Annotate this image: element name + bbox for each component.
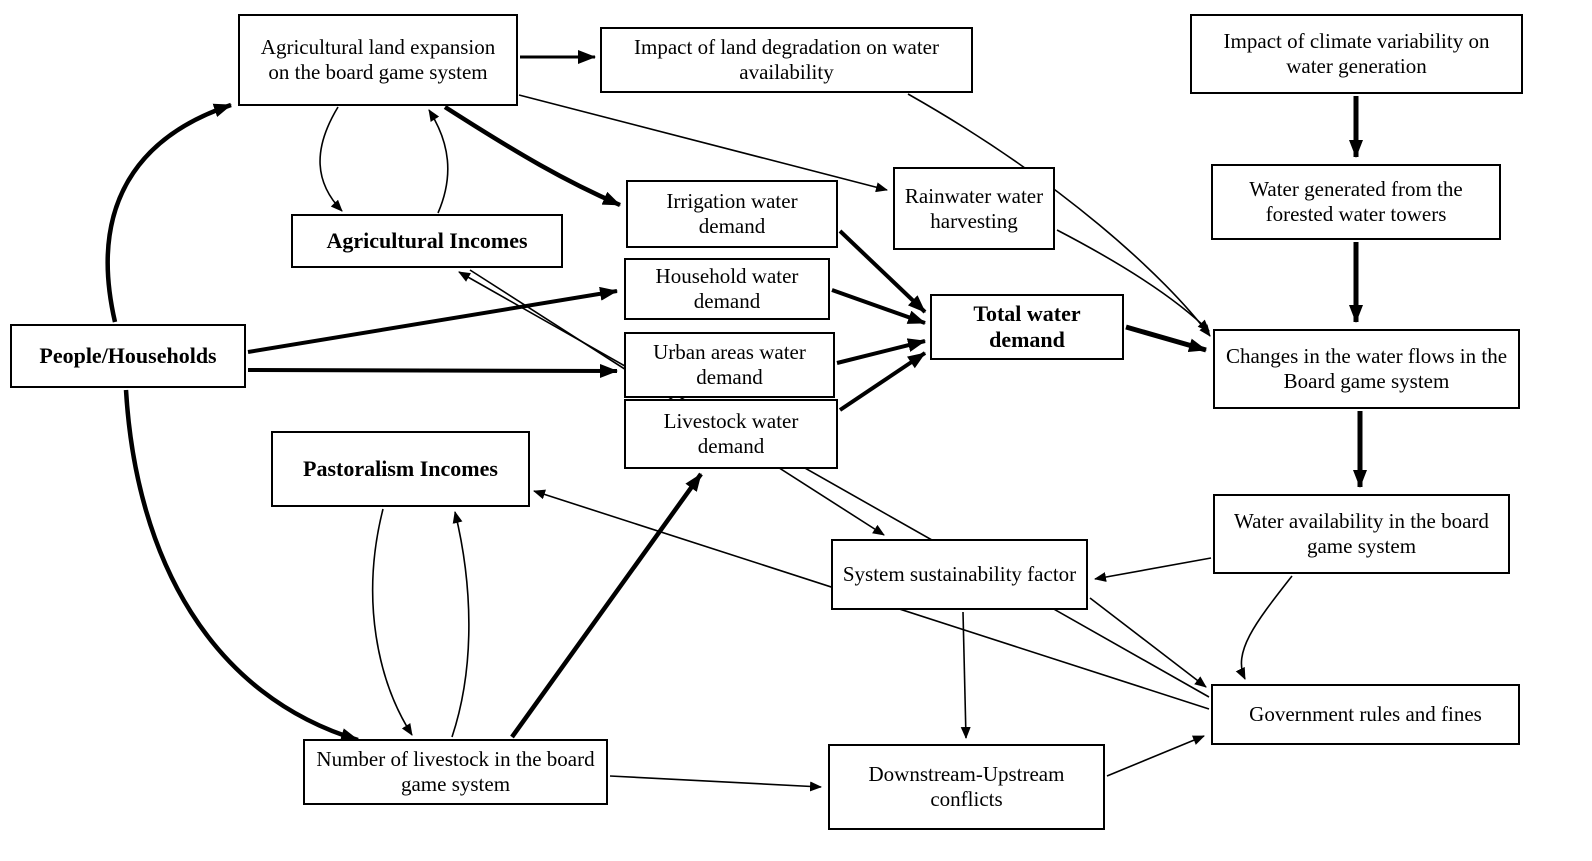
edge-urban-areas-water-demand--total-water-demand — [836, 338, 926, 365]
edge-agricultural-land-expansion--irrigation-water-demand — [443, 105, 621, 208]
node-agricultural-land-expansion: Agricultural land expansion on the board… — [238, 14, 518, 106]
edge-water-availability--government-rules-and-fines — [1235, 575, 1293, 680]
node-people-households: People/Households — [10, 324, 246, 388]
node-water-availability: Water availability in the board game sys… — [1213, 494, 1510, 574]
node-livestock-water-demand: Livestock water demand — [624, 399, 838, 469]
node-pastoralism-incomes: Pastoralism Incomes — [271, 431, 530, 507]
edge-downstream-upstream-conflicts--government-rules-and-fines — [1106, 735, 1205, 777]
node-impact-of-land-degradation: Impact of land degradation on water avai… — [600, 27, 973, 93]
edge-total-water-demand--changes-in-water-flows — [1125, 324, 1207, 353]
edge-rainwater-harvesting--changes-in-water-flows — [1056, 229, 1210, 332]
edge-number-of-livestock--downstream-upstream-conflicts — [609, 775, 822, 792]
edge-agricultural-incomes--agricultural-land-expansion — [428, 109, 449, 214]
edge-number-of-livestock--pastoralism-incomes — [451, 511, 470, 738]
edge-people-households--household-water-demand — [247, 286, 618, 354]
edge-pastoralism-incomes--number-of-livestock — [371, 508, 413, 736]
edge-agricultural-land-expansion--agricultural-incomes — [319, 106, 343, 212]
node-water-generated-from-water-towers: Water generated from the forested water … — [1211, 164, 1501, 240]
node-household-water-demand: Household water demand — [624, 258, 830, 320]
edge-people-households--number-of-livestock — [123, 389, 359, 743]
node-system-sustainability-factor: System sustainability factor — [831, 539, 1088, 610]
edge-impact-of-land-degradation--changes-in-water-flows — [907, 93, 1211, 337]
node-agricultural-incomes: Agricultural Incomes — [291, 214, 563, 268]
node-changes-in-water-flows: Changes in the water flows in the Board … — [1213, 329, 1520, 409]
node-impact-of-climate-variability: Impact of climate variability on water g… — [1190, 14, 1523, 94]
edge-people-households--urban-areas-water-demand — [247, 363, 618, 378]
edge-system-sustainability-factor--government-rules-and-fines — [1089, 597, 1207, 688]
edge-system-sustainability-factor--downstream-upstream-conflicts — [960, 611, 971, 739]
node-number-of-livestock: Number of livestock in the board game sy… — [303, 739, 608, 805]
edge-agricultural-land-expansion--rainwater-harvesting — [518, 94, 888, 193]
edge-livestock-water-demand--total-water-demand — [838, 351, 927, 412]
node-rainwater-harvesting: Rainwater water harvesting — [893, 167, 1055, 250]
node-urban-areas-water-demand: Urban areas water demand — [624, 332, 835, 398]
node-government-rules-and-fines: Government rules and fines — [1211, 684, 1520, 745]
node-irrigation-water-demand: Irrigation water demand — [626, 180, 838, 248]
edge-water-availability--system-sustainability-factor — [1094, 557, 1212, 582]
edge-irrigation-water-demand--total-water-demand — [838, 229, 927, 314]
node-total-water-demand: Total water demand — [930, 294, 1124, 360]
node-downstream-upstream-conflicts: Downstream-Upstream conflicts — [828, 744, 1105, 830]
edge-people-households--agricultural-land-expansion — [105, 102, 232, 323]
edge-household-water-demand--total-water-demand — [831, 288, 926, 325]
edge-number-of-livestock--livestock-water-demand — [510, 472, 703, 739]
